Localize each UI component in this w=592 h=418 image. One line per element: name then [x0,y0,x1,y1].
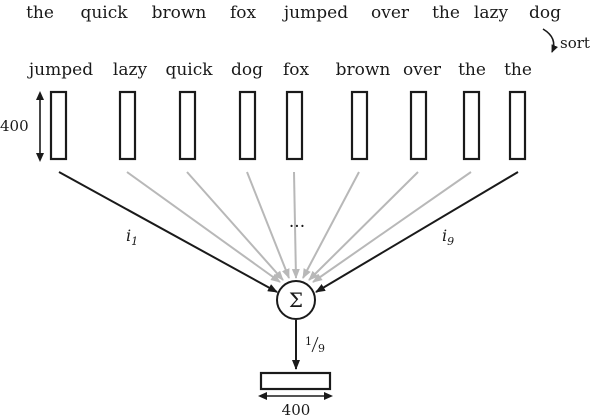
arrow-first [58,171,278,293]
sorted-word: brown [336,60,391,80]
dimension-label: 400 [0,117,29,135]
input-word: the [432,3,460,23]
weight-label-last: i9 [442,226,454,248]
weight-label-first: i1 [126,226,138,248]
sorted-sentence: jumped lazy quick dog fox brown over the… [27,60,532,80]
arrow-gray [291,171,300,279]
arrow-gray [302,171,360,279]
output-dimension-label: 400 [282,401,311,418]
word-vector [462,90,481,161]
sort-arrow [542,28,558,53]
arrow-gray [186,171,284,281]
weighted-arrows [58,171,519,293]
input-word: over [371,3,410,23]
word-vector [238,90,257,161]
arrow-gray [246,171,290,279]
word-vectors [49,90,527,161]
sorted-word: over [403,60,442,80]
arrow-gray [308,171,419,281]
input-word: jumped [282,3,348,23]
scale-numerator: 1 [305,335,312,348]
input-sentence: the quick brown fox jumped over the lazy… [26,3,561,23]
arrow-last [315,171,519,293]
scale-fraction-bar [311,336,319,353]
sorted-word: lazy [113,60,148,80]
word-vector [409,90,428,161]
sum-node [276,280,316,320]
scale-label: 1 9 [305,335,325,355]
input-word: quick [80,3,128,23]
input-word: lazy [474,3,509,23]
word-vector [508,90,527,161]
sorted-word: jumped [27,60,93,80]
sum-symbol: Σ [289,288,303,312]
sorted-word: the [458,60,486,80]
sort-label: sort [560,34,590,52]
sorted-word: the [504,60,532,80]
dimension-arrow-head-down [36,153,44,162]
word-vector [285,90,304,161]
word-vector [350,90,369,161]
input-word: fox [230,3,257,23]
input-word: brown [152,3,207,23]
input-word: the [26,3,54,23]
arrow-gray [312,171,472,283]
word-vector [49,90,68,161]
input-word: dog [529,3,561,23]
output-vector [259,371,332,391]
ellipsis: ··· [289,217,305,237]
word-vector [178,90,197,161]
arrow-gray [126,171,281,283]
dimension-arrow-head-up [36,91,44,100]
output-arrow-head-left [258,392,267,400]
scale-denominator: 9 [318,342,325,355]
word-vector [118,90,137,161]
sorted-word: fox [283,60,310,80]
output-dimension-indicator [258,392,333,400]
sorted-word: quick [165,60,213,80]
sorted-word: dog [231,60,263,80]
output-arrow-head-right [324,392,333,400]
vector-dimension-indicator: 400 [0,91,44,162]
